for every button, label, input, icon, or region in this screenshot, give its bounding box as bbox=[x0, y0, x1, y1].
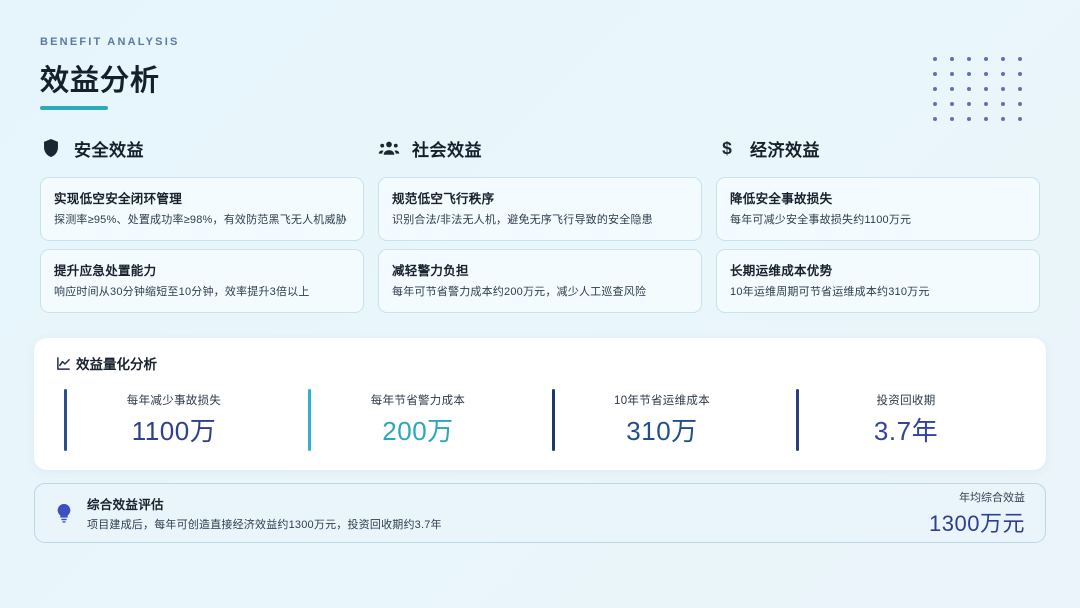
people-group-icon bbox=[378, 137, 400, 159]
lightbulb-icon bbox=[53, 502, 75, 524]
decorative-dot bbox=[984, 102, 988, 106]
benefit-column: 社会效益规范低空飞行秩序识别合法/非法无人机，避免无序飞行导致的安全隐患减轻警力… bbox=[378, 133, 702, 321]
quantitative-panel-header: 效益量化分析 bbox=[34, 338, 1046, 373]
decorative-dot bbox=[1001, 57, 1005, 61]
decorative-dot bbox=[950, 87, 954, 91]
benefit-card[interactable]: 长期运维成本优势 10年运维周期可节省运维成本约310万元 bbox=[716, 249, 1040, 314]
decorative-dot bbox=[933, 72, 937, 76]
decorative-dot bbox=[1018, 117, 1022, 121]
svg-text:$: $ bbox=[722, 138, 732, 158]
benefit-card-text: 每年可节省警力成本约200万元，减少人工巡查风险 bbox=[392, 286, 647, 299]
decorative-dot bbox=[1018, 57, 1022, 61]
page-title: 效益分析 bbox=[40, 65, 161, 97]
metric-item: 每年减少事故损失 1100万 bbox=[52, 389, 296, 454]
metric-item: 投资回收期 3.7年 bbox=[784, 389, 1028, 454]
decorative-dot bbox=[1001, 102, 1005, 106]
benefit-card[interactable]: 实现低空安全闭环管理探测率≥95%、处置成功率≥98%，有效防范黑飞无人机威胁 bbox=[40, 177, 364, 242]
decorative-dot bbox=[967, 102, 971, 106]
benefit-card-title: 实现低空安全闭环管理 bbox=[54, 192, 183, 206]
benefit-card[interactable]: 规范低空飞行秩序识别合法/非法无人机，避免无序飞行导致的安全隐患 bbox=[378, 177, 702, 242]
benefit-column-header: $ 经济效益 bbox=[716, 133, 1040, 163]
benefit-card-title: 减轻警力负担 bbox=[392, 264, 469, 279]
metric-item: 每年节省警力成本 200万 bbox=[296, 389, 540, 454]
benefit-column-title: 安全效益 bbox=[74, 140, 144, 160]
decorative-dot bbox=[984, 87, 988, 91]
metric-accent-bar bbox=[308, 389, 311, 451]
benefit-card-text: 10年运维周期可节省运维成本约310万元 bbox=[730, 286, 930, 299]
summary-title: 综合效益评估 bbox=[87, 498, 164, 512]
decorative-dot bbox=[1018, 102, 1022, 106]
decorative-dot bbox=[1001, 87, 1005, 91]
benefit-card-text: 探测率≥95%、处置成功率≥98%，有效防范黑飞无人机威胁 bbox=[54, 214, 347, 226]
benefit-card-title: 规范低空飞行秩序 bbox=[392, 192, 495, 206]
benefit-column-header: 安全效益 bbox=[40, 133, 364, 163]
metric-accent-bar bbox=[552, 389, 555, 451]
decorative-dot bbox=[984, 72, 988, 76]
benefit-columns: 安全效益实现低空安全闭环管理探测率≥95%、处置成功率≥98%，有效防范黑飞无人… bbox=[40, 133, 1040, 321]
metric-item: 10年节省运维成本 310万 bbox=[540, 389, 784, 454]
decorative-dot bbox=[967, 117, 971, 121]
benefit-card-title: 提升应急处置能力 bbox=[54, 264, 157, 279]
benefit-column-title: 社会效益 bbox=[412, 140, 482, 160]
decorative-dot bbox=[1001, 117, 1005, 121]
benefit-column: 安全效益实现低空安全闭环管理探测率≥95%、处置成功率≥98%，有效防范黑飞无人… bbox=[40, 133, 364, 321]
benefit-card-text: 识别合法/非法无人机，避免无序飞行导致的安全隐患 bbox=[392, 214, 653, 226]
benefit-card-title: 长期运维成本优势 bbox=[730, 264, 833, 279]
metric-accent-bar bbox=[64, 389, 67, 451]
benefit-card-title: 降低安全事故损失 bbox=[730, 192, 833, 206]
metric-value: 3.7年 bbox=[873, 416, 939, 446]
metric-label: 每年节省警力成本 bbox=[370, 395, 466, 407]
benefit-column-header: 社会效益 bbox=[378, 133, 702, 163]
title-underline bbox=[40, 106, 108, 110]
decorative-dot bbox=[950, 117, 954, 121]
summary-bar: 综合效益评估 项目建成后，每年可创造直接经济效益约1300万元，投资回收期约3.… bbox=[34, 483, 1046, 543]
metric-value: 1100万 bbox=[131, 416, 217, 446]
decorative-dot bbox=[984, 57, 988, 61]
summary-text: 项目建成后，每年可创造直接经济效益约1300万元，投资回收期约3.7年 bbox=[87, 519, 442, 531]
metric-accent-bar bbox=[796, 389, 799, 451]
decorative-dot bbox=[950, 102, 954, 106]
line-chart-icon bbox=[56, 356, 71, 371]
decorative-dot bbox=[1001, 72, 1005, 76]
decorative-dot bbox=[984, 117, 988, 121]
decorative-dot bbox=[933, 87, 937, 91]
benefit-card[interactable]: 减轻警力负担每年可节省警力成本约200万元，减少人工巡查风险 bbox=[378, 249, 702, 314]
metric-value: 310万 bbox=[626, 416, 698, 446]
summary-left: 综合效益评估 项目建成后，每年可创造直接经济效益约1300万元，投资回收期约3.… bbox=[53, 494, 442, 532]
decorative-dot bbox=[950, 72, 954, 76]
metric-list: 每年减少事故损失 1100万 每年节省警力成本 200万 10年节省运维成本 310万 投资… bbox=[52, 389, 1028, 454]
decorative-dot bbox=[950, 57, 954, 61]
shield-icon bbox=[40, 137, 62, 159]
dollar-sign-icon: $ bbox=[716, 137, 738, 159]
benefit-column-title: 经济效益 bbox=[750, 140, 820, 160]
quantitative-analysis-panel: 效益量化分析 每年减少事故损失 1100万 每年节省警力成本 200万 10年节省运维成… bbox=[34, 338, 1046, 470]
summary-right: 年均综合效益 1300万元 bbox=[929, 489, 1025, 538]
eyebrow-label: BENEFIT ANALYSIS bbox=[40, 36, 180, 48]
decorative-dot bbox=[967, 72, 971, 76]
page-header: BENEFIT ANALYSIS 效益分析 bbox=[40, 36, 180, 110]
decorative-dot bbox=[967, 57, 971, 61]
summary-kicker: 年均综合效益 bbox=[959, 491, 1025, 504]
decorative-dot bbox=[933, 102, 937, 106]
decorative-dot-grid bbox=[933, 57, 1035, 132]
metric-label: 投资回收期 bbox=[876, 395, 936, 407]
summary-amount: 1300万元 bbox=[929, 510, 1025, 536]
metric-label: 每年减少事故损失 bbox=[126, 395, 222, 407]
benefit-card[interactable]: 降低安全事故损失每年可减少安全事故损失约1100万元 bbox=[716, 177, 1040, 242]
quantitative-panel-title: 效益量化分析 bbox=[76, 357, 157, 372]
decorative-dot bbox=[1018, 87, 1022, 91]
benefit-card[interactable]: 提升应急处置能力响应时间从30分钟缩短至10分钟，效率提升3倍以上 bbox=[40, 249, 364, 314]
decorative-dot bbox=[967, 87, 971, 91]
decorative-dot bbox=[933, 117, 937, 121]
benefit-column: $ 经济效益降低安全事故损失每年可减少安全事故损失约1100万元长期运维成本优势 1… bbox=[716, 133, 1040, 321]
decorative-dot bbox=[1018, 72, 1022, 76]
benefit-card-text: 响应时间从30分钟缩短至10分钟，效率提升3倍以上 bbox=[54, 286, 310, 299]
metric-value: 200万 bbox=[382, 416, 454, 446]
decorative-dot bbox=[933, 57, 937, 61]
metric-label: 10年节省运维成本 bbox=[614, 395, 710, 407]
benefit-card-text: 每年可减少安全事故损失约1100万元 bbox=[730, 214, 912, 226]
